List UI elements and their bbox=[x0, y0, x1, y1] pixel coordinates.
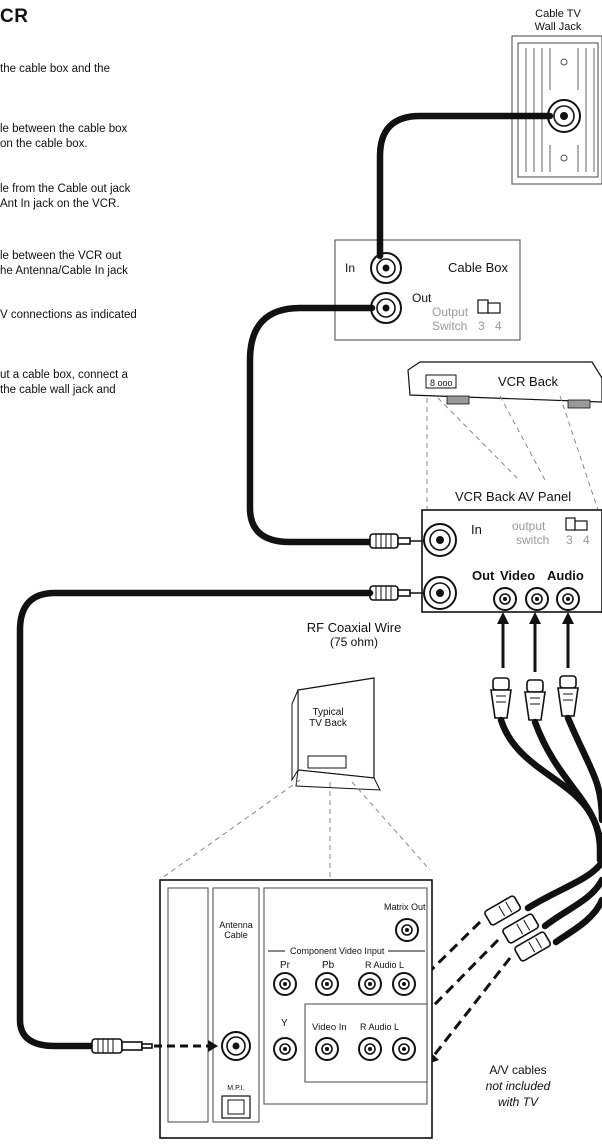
vcr-panel-title: VCR Back AV Panel bbox=[455, 489, 571, 504]
cable-box-out-label: Out bbox=[412, 291, 432, 305]
vcr-audio-label: Audio bbox=[547, 568, 584, 583]
vcr-av-arrows bbox=[497, 612, 574, 672]
cable-box-title: Cable Box bbox=[448, 260, 508, 275]
f-connector-vcr-out bbox=[369, 585, 424, 601]
f-connector-tv-antenna bbox=[91, 1038, 218, 1054]
f-connector-vcr-in bbox=[369, 533, 424, 549]
instruction-step-6: ut a cable box, connect a the cable wall… bbox=[0, 369, 128, 396]
cable-box-in-label: In bbox=[345, 261, 355, 275]
vcr-display-text: 8 ooo bbox=[430, 378, 453, 388]
tv-pb-label: Pb bbox=[322, 960, 335, 971]
vcr-back-label: VCR Back bbox=[498, 374, 558, 389]
av-cable-audio-l-lower bbox=[552, 896, 602, 946]
tv-antenna-label-line2: Cable bbox=[224, 930, 248, 940]
rca-plugs-top bbox=[490, 675, 579, 721]
instruction-step-4: le between the VCR out he Antenna/Cable … bbox=[0, 250, 128, 277]
wall-jack: Cable TV Wall Jack bbox=[511, 8, 602, 185]
rf-label-line2: (75 ohm) bbox=[330, 635, 378, 649]
tv-video-in-label: Video In bbox=[312, 1022, 347, 1033]
wall-jack-label-line2: Wall Jack bbox=[535, 21, 582, 33]
tv-thumb-label-line1: Typical bbox=[312, 707, 343, 718]
vcr-back-thumbnail: 8 ooo VCR Back bbox=[407, 361, 602, 409]
tv-r-audio-l-top-label: R Audio L bbox=[365, 960, 404, 970]
cable-box-output-label: Output bbox=[432, 305, 469, 319]
cable-vcr-to-tv bbox=[16, 589, 374, 1050]
tv-antenna-label-line1: Antenna bbox=[219, 920, 253, 930]
av-cable-audio-r bbox=[531, 718, 602, 864]
instruction-step-3: le from the Cable out jack Ant In jack o… bbox=[0, 183, 131, 210]
tv-back-panel: Antenna Cable M.P.I. Matrix Out Componen… bbox=[159, 879, 433, 1139]
cable-box-ch4: 4 bbox=[495, 319, 502, 333]
cable-cablebox-to-vcr bbox=[246, 304, 400, 546]
av-cable-video-lower bbox=[524, 858, 602, 912]
cable-box-switch-icon bbox=[477, 299, 489, 314]
wall-jack-label-line1: Cable TV bbox=[535, 8, 581, 20]
tv-y-label: Y bbox=[281, 1018, 288, 1029]
vcr-switch-icon bbox=[565, 517, 576, 531]
rf-label-line1: RF Coaxial Wire bbox=[307, 620, 402, 635]
vcr-out-label: Out bbox=[472, 568, 495, 583]
tv-pr-label: Pr bbox=[280, 960, 291, 971]
vcr-ch3: 3 bbox=[566, 533, 573, 547]
av-cable-video bbox=[497, 716, 602, 864]
vcr-output-label: output bbox=[512, 519, 546, 533]
tv-panel-left-slot bbox=[167, 887, 209, 1123]
tv-component-video-label: Component Video Input bbox=[290, 946, 385, 956]
vcr-switch-label: switch bbox=[516, 533, 549, 547]
cable-wall-to-cablebox bbox=[376, 112, 554, 260]
rca-plugs-bottom bbox=[484, 895, 552, 962]
vcr-ch4: 4 bbox=[583, 533, 590, 547]
av-cable-audio-r-lower bbox=[541, 876, 602, 930]
cable-box-switch-label: Switch bbox=[432, 319, 467, 333]
cable-box: In Cable Box Out Output Switch 3 4 bbox=[334, 239, 521, 341]
cable-box-ch3: 3 bbox=[478, 319, 485, 333]
av-cables-note-line3: with TV bbox=[498, 1095, 539, 1109]
vcr-av-panel: VCR Back AV Panel In output switch 3 4 O… bbox=[421, 489, 602, 613]
tv-matrix-out-label: Matrix Out bbox=[384, 902, 426, 912]
tv-thumb-label-line2: TV Back bbox=[309, 718, 348, 729]
instruction-step-5: V connections as indicated bbox=[0, 309, 137, 321]
tv-mpi-label: M.P.I. bbox=[227, 1085, 244, 1092]
instruction-step-2: le between the cable box on the cable bo… bbox=[0, 123, 128, 150]
section-heading: CR bbox=[0, 6, 29, 27]
av-cables-note-line2: not included bbox=[486, 1079, 551, 1093]
tv-back-thumbnail: Typical TV Back bbox=[291, 677, 381, 791]
instruction-step-1: the cable box and the bbox=[0, 63, 110, 75]
cable-box-panel bbox=[334, 239, 521, 341]
tv-panel-antenna-section bbox=[212, 887, 260, 1123]
vcr-in-label: In bbox=[471, 522, 482, 537]
vcr-video-label: Video bbox=[500, 568, 535, 583]
av-cables-note-line1: A/V cables bbox=[489, 1063, 546, 1077]
tv-r-audio-l-bottom-label: R Audio L bbox=[360, 1022, 399, 1032]
